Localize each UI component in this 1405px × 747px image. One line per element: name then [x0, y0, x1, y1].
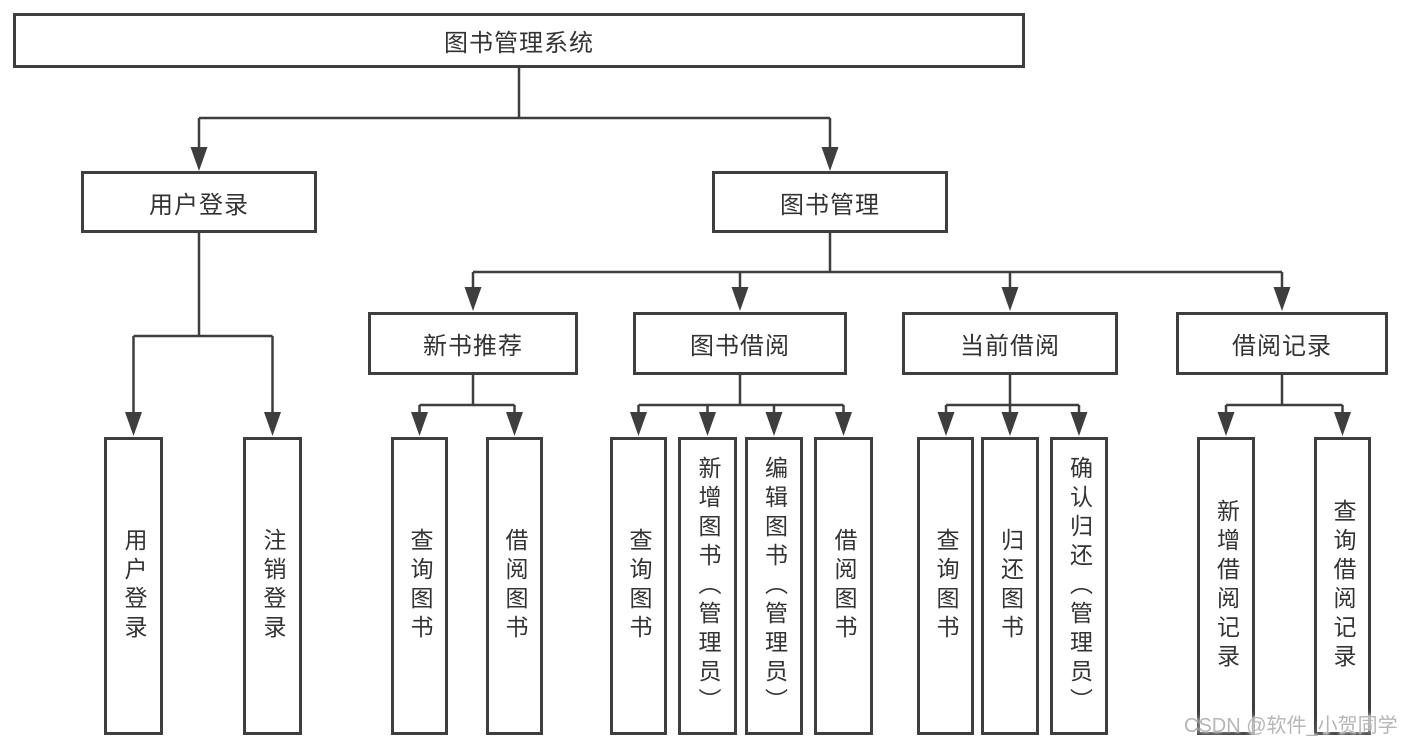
- arrow-down-icon: [699, 412, 716, 436]
- leaf-query-book-recommend: 查询图书: [391, 437, 448, 735]
- leaf-user-login: 用户登录: [104, 437, 163, 735]
- leaf-add-borrow-record-label: 新增借阅记录: [1213, 499, 1240, 673]
- node-user-login-label: 用户登录: [149, 191, 249, 219]
- leaf-return-book: 归还图书: [981, 437, 1039, 735]
- leaf-confirm-return-admin-label: 确认归还（管理员）: [1066, 455, 1093, 717]
- leaf-add-book-admin-label: 新增图书（管理员）: [695, 455, 721, 717]
- arrow-down-icon: [1001, 412, 1019, 436]
- leaf-user-login-label: 用户登录: [121, 528, 147, 644]
- arrow-down-icon: [731, 287, 749, 311]
- node-new-book-recommend: 新书推荐: [368, 312, 578, 375]
- leaf-query-book-recommend-label: 查询图书: [407, 528, 433, 644]
- node-user-login: 用户登录: [81, 171, 317, 233]
- arrow-down-icon: [1334, 412, 1351, 436]
- arrow-down-icon: [821, 147, 839, 171]
- node-root: 图书管理系统: [13, 13, 1025, 68]
- leaf-query-book-borrowing: 查询图书: [610, 437, 667, 735]
- arrow-down-icon: [1070, 412, 1088, 436]
- node-book-management-label: 图书管理: [780, 191, 880, 219]
- leaf-query-book-current-label: 查询图书: [933, 528, 959, 644]
- node-book-borrowing-label: 图书借阅: [690, 333, 790, 360]
- leaf-query-book-borrowing-label: 查询图书: [626, 528, 652, 644]
- arrow-down-icon: [835, 412, 852, 436]
- connector-lines: [132, 68, 1344, 418]
- arrow-down-icon: [190, 147, 208, 171]
- arrow-down-icon: [1001, 287, 1019, 311]
- node-new-book-recommend-label: 新书推荐: [423, 333, 523, 360]
- leaf-edit-book-admin-label: 编辑图书（管理员）: [761, 455, 788, 717]
- leaf-return-book-label: 归还图书: [997, 528, 1024, 644]
- arrow-down-icon: [506, 412, 523, 436]
- leaf-borrow-book-recommend-label: 借阅图书: [502, 528, 528, 644]
- leaf-logout-label: 注销登录: [260, 528, 286, 644]
- arrow-down-icon: [630, 412, 647, 436]
- leaf-logout: 注销登录: [243, 437, 302, 735]
- leaf-add-book-admin: 新增图书（管理员）: [678, 437, 737, 735]
- leaf-query-borrow-record-label: 查询借阅记录: [1330, 499, 1356, 673]
- node-current-borrowing-label: 当前借阅: [960, 333, 1060, 360]
- leaf-borrow-book-borrowing-label: 借阅图书: [831, 528, 857, 644]
- node-borrowing-records: 借阅记录: [1176, 312, 1388, 375]
- node-root-label: 图书管理系统: [444, 30, 594, 57]
- arrow-down-icon: [765, 412, 783, 436]
- csdn-watermark: CSDN @软件_小贺同学: [1184, 715, 1398, 737]
- leaf-query-book-current: 查询图书: [917, 437, 974, 735]
- arrow-down-icon: [125, 412, 142, 436]
- arrow-down-icon: [1217, 412, 1235, 436]
- leaf-borrow-book-borrowing: 借阅图书: [814, 437, 873, 735]
- leaf-borrow-book-recommend: 借阅图书: [486, 437, 543, 735]
- leaf-query-borrow-record: 查询借阅记录: [1314, 437, 1371, 735]
- arrow-down-icon: [464, 287, 482, 311]
- leaf-add-borrow-record: 新增借阅记录: [1197, 437, 1255, 735]
- leaf-confirm-return-admin: 确认归还（管理员）: [1050, 437, 1108, 735]
- arrow-down-icon: [411, 412, 428, 436]
- leaf-edit-book-admin: 编辑图书（管理员）: [745, 437, 803, 735]
- node-book-borrowing: 图书借阅: [633, 312, 847, 375]
- arrow-down-icon: [1273, 287, 1291, 311]
- arrow-down-icon: [264, 412, 281, 436]
- node-book-management: 图书管理: [712, 171, 948, 233]
- node-borrowing-records-label: 借阅记录: [1232, 333, 1332, 360]
- node-current-borrowing: 当前借阅: [902, 312, 1118, 375]
- arrow-down-icon: [937, 412, 955, 436]
